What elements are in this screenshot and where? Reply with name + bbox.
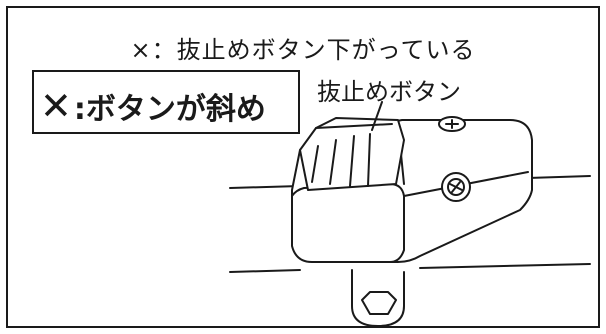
upper-rail-line [229,185,301,189]
figure-caption: ×：抜止めボタン下がっている [130,36,476,64]
part-label-release-button: 抜止めボタン [317,78,461,106]
button-rib-1 [311,145,319,183]
button-rib-4 [367,133,371,187]
callout-label: ✕:ボタンが斜め [40,84,266,128]
callout-message: :ボタンが斜め [73,92,266,127]
upper-rail-line-right [527,175,591,179]
lower-rail-line [229,269,301,273]
button-rib-3 [349,135,355,187]
cross-mark-icon: ✕ [40,84,72,128]
lower-rail-line-right [419,263,591,269]
button-rib-2 [329,139,337,185]
callout-box [32,70,300,134]
top-screw-slot [445,119,459,129]
side-screw-slot [449,181,463,193]
bottom-bolt [351,269,405,327]
release-button-top [315,123,393,129]
bottom-bolt-hex [361,291,397,315]
side-screw-inner [447,178,465,196]
housing-front-face [291,183,405,263]
part-leader-line [371,101,383,131]
